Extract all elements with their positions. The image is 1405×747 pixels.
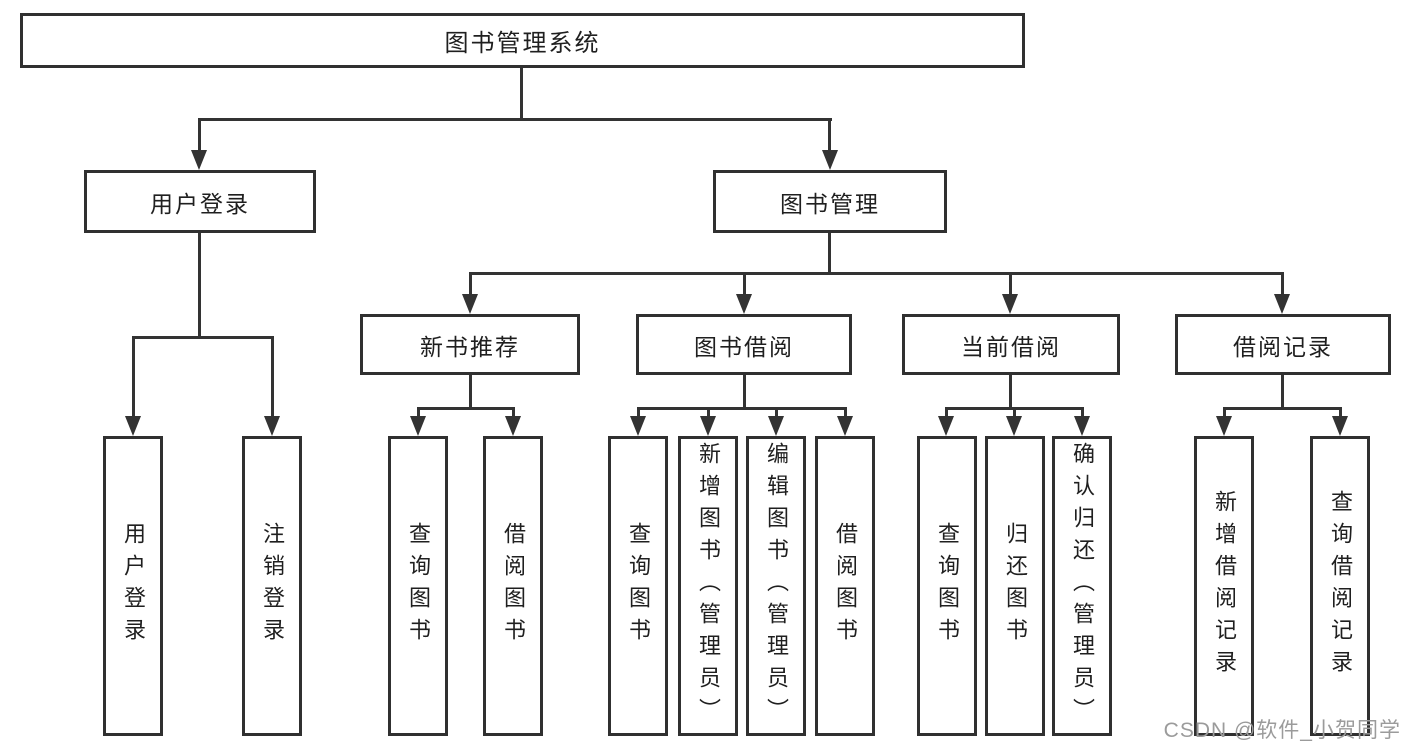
connector-line [1223, 407, 1342, 410]
connector-line [132, 336, 135, 420]
connector-line [707, 407, 710, 419]
leaf-query-books-recommend: 查询图书 [388, 436, 448, 736]
leaf-borrow-books-recommend: 借阅图书 [483, 436, 543, 736]
connector-line [775, 407, 778, 419]
connector-line [844, 407, 847, 419]
connector-line [1281, 375, 1284, 410]
connector-line [743, 375, 746, 410]
connector-line [417, 407, 515, 410]
leaf-label: 借阅图书 [833, 522, 858, 650]
connector-line [1223, 407, 1226, 419]
connector-line [637, 407, 640, 419]
connector-line [743, 272, 746, 298]
connector-line [828, 233, 831, 275]
node-book-management: 图书管理 [713, 170, 947, 233]
node-user-login: 用户登录 [84, 170, 316, 233]
leaf-query-books-borrow: 查询图书 [608, 436, 668, 736]
node-borrow-records: 借阅记录 [1175, 314, 1391, 375]
arrowhead-down-icon [410, 416, 426, 436]
leaf-borrow-books: 借阅图书 [815, 436, 875, 736]
node-book-borrow: 图书借阅 [636, 314, 852, 375]
arrowhead-down-icon [837, 416, 853, 436]
arrowhead-down-icon [1002, 294, 1018, 314]
leaf-label: 查询图书 [935, 522, 960, 650]
leaf-label: 归还图书 [1003, 522, 1028, 650]
connector-line [520, 68, 523, 121]
connector-line [469, 375, 472, 410]
arrowhead-down-icon [264, 416, 280, 436]
connector-line [1281, 272, 1284, 298]
connector-line [417, 407, 420, 419]
arrowhead-down-icon [822, 150, 838, 170]
node-current-borrow: 当前借阅 [902, 314, 1120, 375]
connector-line [828, 118, 831, 154]
connector-line [469, 272, 472, 298]
leaf-label: 借阅图书 [501, 522, 526, 650]
connector-line [198, 233, 201, 339]
connector-line [132, 336, 274, 339]
leaf-label: 查询图书 [626, 522, 651, 650]
leaf-label: 用户登录 [121, 522, 146, 650]
arrowhead-down-icon [1216, 416, 1232, 436]
leaf-label: 确认归还（管理员） [1070, 442, 1095, 730]
leaf-add-borrow-record: 新增借阅记录 [1194, 436, 1254, 736]
arrowhead-down-icon [700, 416, 716, 436]
connector-line [1339, 407, 1342, 419]
leaf-label: 注销登录 [260, 522, 285, 650]
connector-line [945, 407, 948, 419]
connector-line [1009, 375, 1012, 410]
leaf-label: 编辑图书（管理员） [764, 442, 789, 730]
leaf-label: 查询图书 [406, 522, 431, 650]
connector-line [1013, 407, 1016, 419]
leaf-label: 新增借阅记录 [1212, 490, 1237, 682]
connector-line [1009, 272, 1012, 298]
node-library-system: 图书管理系统 [20, 13, 1025, 68]
connector-line [469, 272, 1283, 275]
arrowhead-down-icon [938, 416, 954, 436]
leaf-user-login: 用户登录 [103, 436, 163, 736]
connector-line [512, 407, 515, 419]
arrowhead-down-icon [768, 416, 784, 436]
leaf-label: 新增图书（管理员） [696, 442, 721, 730]
leaf-logout: 注销登录 [242, 436, 302, 736]
leaf-add-book-admin: 新增图书（管理员） [678, 436, 738, 736]
connector-line [1081, 407, 1084, 419]
arrowhead-down-icon [1006, 416, 1022, 436]
arrowhead-down-icon [191, 150, 207, 170]
csdn-watermark: CSDN @软件_小贺同学 [1163, 719, 1401, 742]
connector-line [198, 118, 201, 154]
leaf-confirm-return-admin: 确认归还（管理员） [1052, 436, 1112, 736]
arrowhead-down-icon [462, 294, 478, 314]
leaf-label: 查询借阅记录 [1328, 490, 1353, 682]
leaf-return-books: 归还图书 [985, 436, 1045, 736]
connector-line [198, 118, 832, 121]
connector-line [271, 336, 274, 420]
arrowhead-down-icon [505, 416, 521, 436]
arrowhead-down-icon [1332, 416, 1348, 436]
arrowhead-down-icon [125, 416, 141, 436]
leaf-query-books-current: 查询图书 [917, 436, 977, 736]
node-new-book-recommend: 新书推荐 [360, 314, 580, 375]
arrowhead-down-icon [630, 416, 646, 436]
arrowhead-down-icon [736, 294, 752, 314]
arrowhead-down-icon [1274, 294, 1290, 314]
arrowhead-down-icon [1074, 416, 1090, 436]
leaf-query-borrow-record: 查询借阅记录 [1310, 436, 1370, 736]
connector-line [637, 407, 847, 410]
leaf-edit-book-admin: 编辑图书（管理员） [746, 436, 806, 736]
